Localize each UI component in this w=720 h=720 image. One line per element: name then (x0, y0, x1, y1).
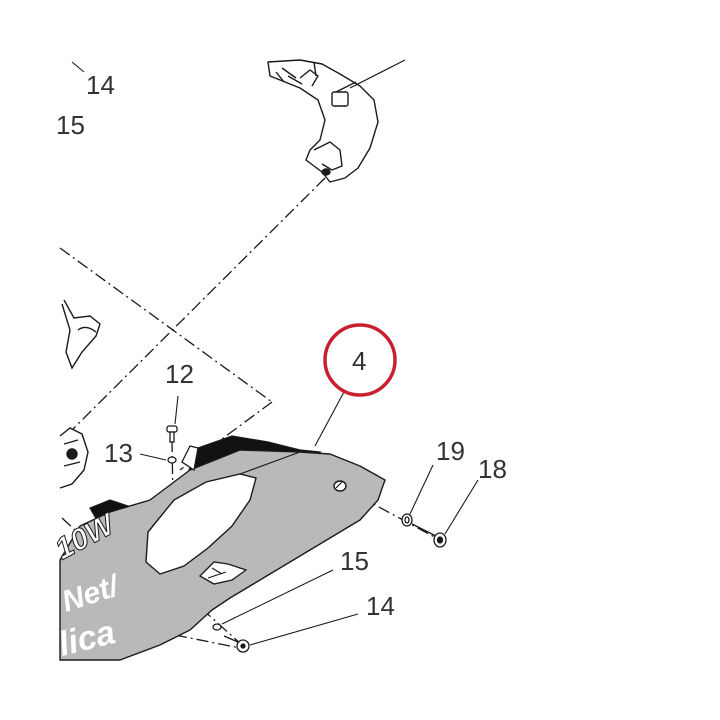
callout-19: 19 (436, 436, 465, 466)
washer-15-bottom (212, 623, 222, 631)
guide-line-bolt-18 (339, 485, 441, 541)
leader-14-top (71, 61, 85, 73)
leader-4 (314, 389, 346, 447)
highlight-circle (323, 323, 397, 397)
callout-14-top: 14 (86, 70, 115, 100)
callout-14-bottom: 14 (366, 591, 395, 621)
washer-19 (401, 513, 413, 527)
upper-bracket (267, 59, 406, 183)
leader-15-bottom (221, 569, 334, 625)
callout-4: 4 (352, 346, 366, 376)
washer-13 (167, 456, 177, 464)
screw-14-bottom (223, 635, 250, 653)
fairing-cutout (145, 473, 257, 575)
leader-lines (71, 61, 479, 646)
left-mount-part (59, 427, 89, 489)
guide-line-bottom (174, 634, 241, 649)
callout-13: 13 (104, 438, 133, 468)
guide-line-bracket-to-panel (71, 177, 326, 431)
callout-12: 12 (165, 359, 194, 389)
left-upper-part (61, 299, 101, 370)
leader-12 (174, 395, 179, 425)
callout-18: 18 (478, 454, 507, 484)
callout-15-bottom: 15 (340, 546, 369, 576)
leader-18 (444, 479, 479, 535)
leader-19 (409, 464, 434, 515)
leader-13 (139, 453, 167, 461)
leader-14-bottom (249, 613, 359, 646)
bolt-12 (166, 425, 178, 443)
fairing-body (59, 449, 386, 661)
callout-15-top: 15 (56, 110, 85, 140)
screw-18 (411, 523, 447, 548)
